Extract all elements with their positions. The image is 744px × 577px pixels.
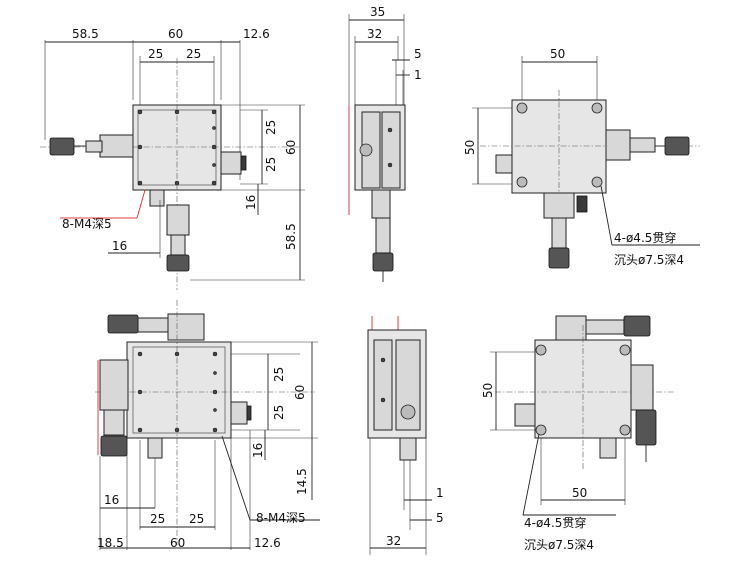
note-counterbore: 沉头ø7.5深4 — [524, 538, 594, 552]
dim-32: 32 — [367, 27, 382, 41]
dim-16: 16 — [251, 443, 265, 458]
dim-60: 60 — [170, 536, 185, 550]
dim-25: 25 — [272, 405, 286, 420]
dim-25: 25 — [264, 157, 278, 172]
dim-14-5: 14.5 — [295, 468, 309, 495]
dim-50: 50 — [550, 47, 565, 61]
dim-5: 5 — [414, 47, 422, 61]
dim-50: 50 — [572, 486, 587, 500]
view-top-middle: 35 32 5 1 — [348, 5, 422, 282]
view-bottom-middle: 1 5 32 — [367, 316, 444, 555]
dim-50: 50 — [481, 383, 495, 398]
dim-12-6: 12.6 — [254, 536, 281, 550]
note-hole: 4-ø4.5贯穿 — [524, 515, 586, 530]
note-m4: 8-M4深5 — [62, 217, 112, 231]
dim-25: 25 — [272, 367, 286, 382]
note-m4: 8-M4深5 — [256, 511, 306, 525]
dim-25: 25 — [189, 512, 204, 526]
dim-16: 16 — [112, 239, 127, 253]
dim-50: 50 — [463, 140, 477, 155]
view-bottom-right: 50 50 4-ø4.5贯穿 沉头ø7.5深4 — [481, 315, 675, 552]
view-top-right: 50 50 4-ø4.5贯穿 沉头ø7.5深4 — [463, 47, 700, 269]
dim-25: 25 — [150, 512, 165, 526]
dim-12-6: 12.6 — [243, 27, 270, 41]
dim-32: 32 — [386, 534, 401, 548]
dim-58-5: 58.5 — [284, 223, 298, 250]
dim-60: 60 — [284, 140, 298, 155]
dim-1: 1 — [414, 68, 422, 82]
view-top-left: 58.5 60 12.6 25 25 25 25 60 16 58.5 16 8… — [40, 27, 305, 290]
dim-16: 16 — [104, 493, 119, 507]
dim-16: 16 — [244, 195, 258, 210]
dim-1: 1 — [436, 486, 444, 500]
dim-25: 25 — [264, 120, 278, 135]
view-bottom-left: 25 25 60 16 14.5 16 25 25 18.5 60 12.6 8… — [95, 300, 320, 550]
note-counterbore: 沉头ø7.5深4 — [614, 253, 684, 267]
dim-18-5: 18.5 — [97, 536, 124, 550]
dim-25: 25 — [148, 47, 163, 61]
dim-60: 60 — [168, 27, 183, 41]
dim-25: 25 — [186, 47, 201, 61]
dim-5: 5 — [436, 511, 444, 525]
dim-35: 35 — [370, 5, 385, 19]
dim-60: 60 — [293, 385, 307, 400]
dim-58-5: 58.5 — [72, 27, 99, 41]
note-hole: 4-ø4.5贯穿 — [614, 230, 676, 245]
